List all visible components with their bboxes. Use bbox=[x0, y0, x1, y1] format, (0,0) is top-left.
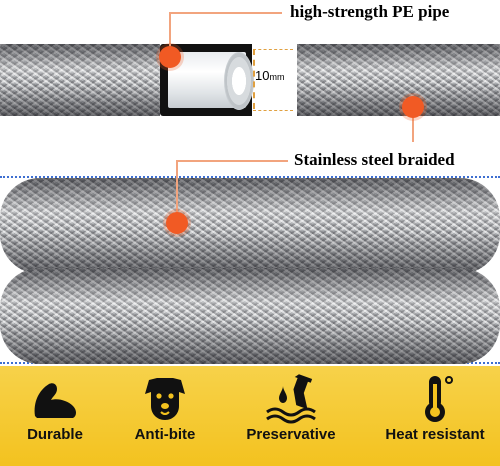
feature-durable: Durable bbox=[0, 372, 110, 443]
dimension-value: 10 bbox=[255, 68, 270, 83]
feature-heat-resistant: Heat resistant bbox=[380, 372, 490, 443]
braid-callout-line-v bbox=[176, 160, 178, 218]
dog-icon bbox=[145, 378, 185, 420]
feature-label-anti-bite: Anti-bite bbox=[134, 426, 196, 443]
pipe-callout-line-h bbox=[170, 12, 282, 14]
braid-callout-dot bbox=[166, 212, 188, 234]
outline-dotted-top bbox=[0, 176, 500, 178]
feature-label-durable: Durable bbox=[27, 426, 83, 443]
thermometer-icon bbox=[425, 376, 453, 422]
pipe-callout-line-v bbox=[169, 12, 171, 54]
feature-preservative: Preservative bbox=[236, 372, 346, 443]
pipe-callout-dot bbox=[159, 46, 181, 68]
pipe-opening bbox=[224, 52, 254, 110]
bottom-hose-lower-shading bbox=[0, 268, 500, 364]
arm-strength-icon bbox=[34, 383, 76, 418]
flask-drop-icon bbox=[266, 374, 316, 424]
braid-callout-text: Stainless steel braided bbox=[294, 150, 455, 169]
feature-label-preservative: Preservative bbox=[246, 426, 336, 443]
feature-band bbox=[0, 366, 500, 466]
dimension-line bbox=[253, 49, 255, 109]
braid-callout-dot-top bbox=[402, 96, 424, 118]
braid-callout-line-top bbox=[412, 112, 414, 142]
bottom-hose-upper-shading bbox=[0, 178, 500, 274]
dimension-bracket bbox=[253, 49, 293, 111]
dimension-unit: mm bbox=[269, 72, 285, 82]
pipe-callout-text: high-strength PE pipe bbox=[290, 2, 450, 21]
feature-label-heat-resistant: Heat resistant bbox=[385, 426, 485, 443]
dimension-label: 10mm bbox=[255, 68, 284, 83]
feature-anti-bite: Anti-bite bbox=[110, 372, 220, 443]
braid-callout-line-h bbox=[176, 160, 288, 162]
